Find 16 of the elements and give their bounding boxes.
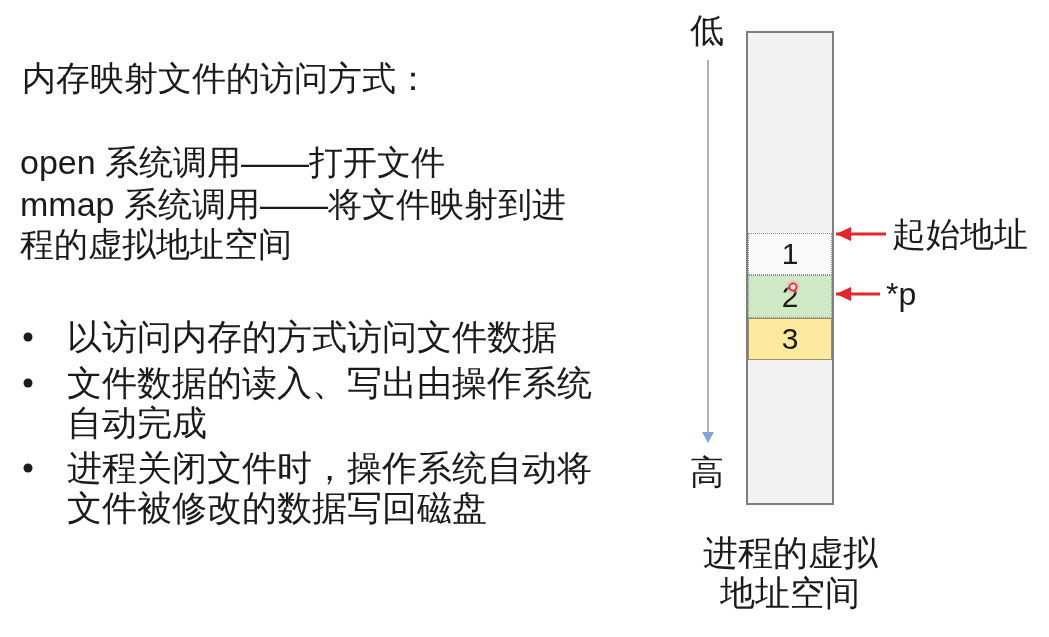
- memory-segment: 1: [748, 233, 832, 275]
- list-item-text: 文件数据的读入、写出由操作系统自动完成: [67, 363, 593, 443]
- direction-label: 低: [689, 10, 725, 50]
- text-line: open 系统调用——打开文件: [20, 142, 447, 182]
- memory-segment: 3: [748, 318, 832, 360]
- caption-text: 进程的虚拟地址空间: [701, 533, 879, 613]
- arrow: [836, 227, 886, 241]
- address-label: 起始地址: [892, 214, 1028, 254]
- address-space-column: [746, 31, 834, 505]
- heading-text: 内存映射文件的访问方式：: [22, 58, 430, 98]
- pointer-label: *p: [886, 274, 917, 314]
- arrow: [836, 287, 880, 301]
- list-item-text: 进程关闭文件时，操作系统自动将文件被修改的数据写回磁盘: [67, 448, 593, 528]
- text-line: mmap 系统调用——将文件映射到进程的虚拟地址空间: [20, 184, 567, 264]
- direction-label: 高: [689, 452, 725, 492]
- list-item-text: 以访问内存的方式访问文件数据: [67, 317, 558, 357]
